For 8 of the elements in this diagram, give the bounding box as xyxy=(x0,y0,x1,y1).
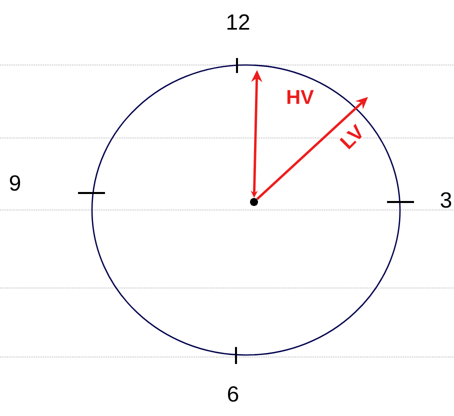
hour-number: 12 xyxy=(227,14,250,30)
hour-number: 3 xyxy=(440,192,452,208)
edge-label: LV xyxy=(337,122,367,152)
hour-number: 6 xyxy=(228,386,238,402)
edge-label: HV xyxy=(285,89,315,105)
clock-face xyxy=(91,64,401,356)
center-dot xyxy=(250,198,258,206)
hour-number: 9 xyxy=(10,175,20,191)
